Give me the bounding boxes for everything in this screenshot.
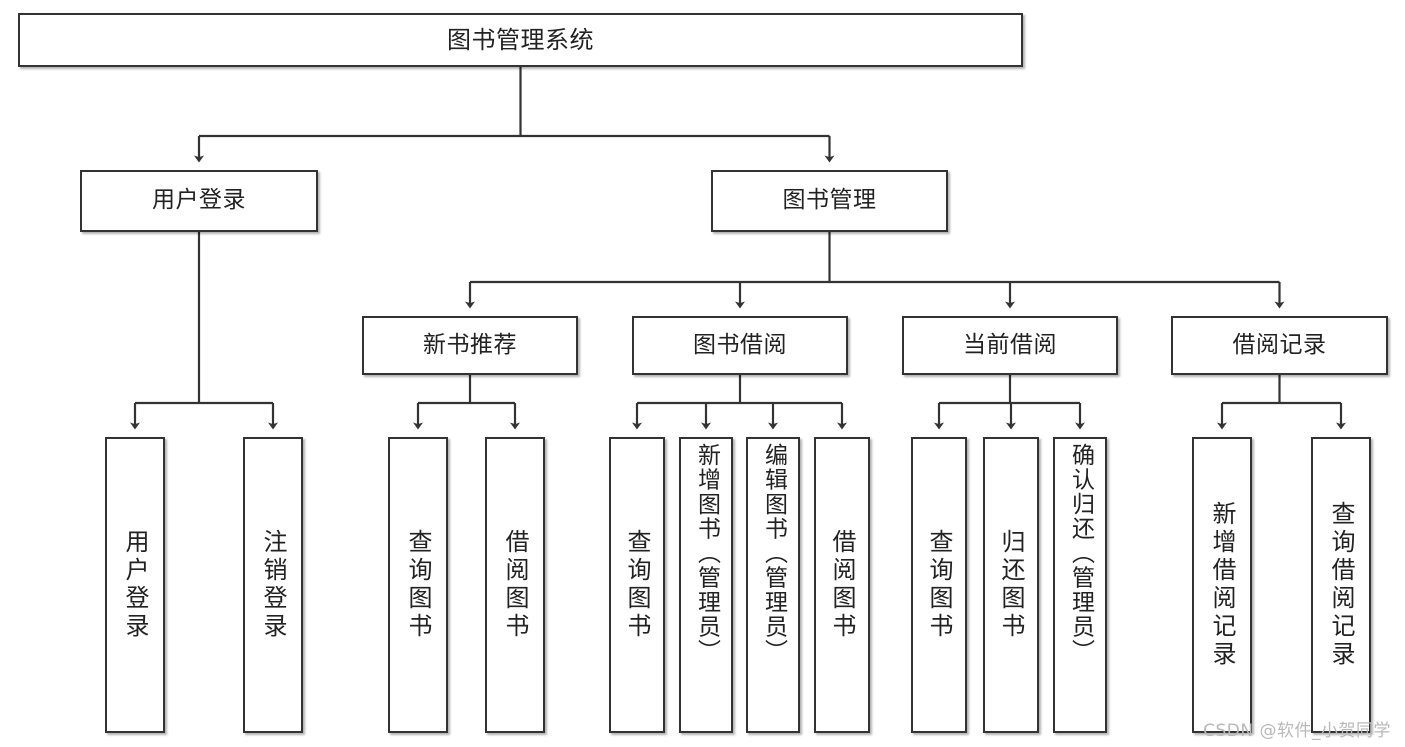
node-book-borrow-label: 图书借阅 — [693, 331, 787, 358]
csdn-watermark: CSDN @软件_小贺同学 — [1203, 721, 1391, 741]
leaf-confirm-return[interactable]: 确认归还（管理员） — [1053, 437, 1107, 733]
node-borrow-record-label: 借阅记录 — [1232, 331, 1327, 358]
node-current-borrow[interactable]: 当前借阅 — [902, 316, 1118, 375]
node-current-borrow-label: 当前借阅 — [963, 331, 1057, 358]
leaf-user-logout-label: 注销登录 — [259, 529, 287, 641]
leaf-query-book-borrow-label: 查询图书 — [623, 529, 651, 641]
leaf-add-borrow-record[interactable]: 新增借阅记录 — [1192, 437, 1252, 733]
node-borrow-record[interactable]: 借阅记录 — [1171, 316, 1388, 375]
leaf-borrow-book-borrow-label: 借阅图书 — [828, 529, 856, 641]
leaf-return-book[interactable]: 归还图书 — [983, 437, 1039, 733]
leaf-add-book-label: 新增图书（管理员） — [693, 443, 720, 664]
node-new-book-recommend-label: 新书推荐 — [423, 331, 517, 358]
node-book-manage[interactable]: 图书管理 — [711, 170, 948, 232]
leaf-borrow-book-borrow[interactable]: 借阅图书 — [814, 437, 870, 733]
leaf-borrow-book-recommend-label: 借阅图书 — [501, 529, 529, 641]
node-book-manage-label: 图书管理 — [782, 187, 877, 214]
leaf-query-book-borrow[interactable]: 查询图书 — [609, 437, 665, 733]
leaf-borrow-book-recommend[interactable]: 借阅图书 — [485, 437, 545, 733]
leaf-confirm-return-label: 确认归还（管理员） — [1067, 443, 1094, 664]
leaf-return-book-label: 归还图书 — [997, 529, 1025, 641]
leaf-add-borrow-record-label: 新增借阅记录 — [1208, 501, 1236, 669]
node-book-borrow[interactable]: 图书借阅 — [632, 316, 848, 375]
leaf-query-book-current[interactable]: 查询图书 — [911, 437, 967, 733]
leaf-user-login-label: 用户登录 — [121, 529, 149, 641]
leaf-edit-book-label: 编辑图书（管理员） — [760, 443, 787, 664]
leaf-user-logout[interactable]: 注销登录 — [243, 437, 303, 733]
node-user-login-label: 用户登录 — [152, 187, 246, 214]
leaf-user-login[interactable]: 用户登录 — [105, 437, 165, 733]
leaf-query-book-recommend-label: 查询图书 — [404, 529, 432, 641]
leaf-edit-book[interactable]: 编辑图书（管理员） — [746, 437, 800, 733]
leaf-query-borrow-record-label: 查询借阅记录 — [1327, 501, 1355, 669]
leaf-query-book-current-label: 查询图书 — [925, 529, 953, 641]
node-root[interactable]: 图书管理系统 — [18, 13, 1023, 67]
leaf-query-book-recommend[interactable]: 查询图书 — [388, 437, 448, 733]
node-new-book-recommend[interactable]: 新书推荐 — [362, 316, 578, 375]
leaf-add-book[interactable]: 新增图书（管理员） — [679, 437, 733, 733]
node-user-login[interactable]: 用户登录 — [80, 170, 318, 232]
leaf-query-borrow-record[interactable]: 查询借阅记录 — [1311, 437, 1371, 733]
node-root-label: 图书管理系统 — [447, 25, 594, 54]
